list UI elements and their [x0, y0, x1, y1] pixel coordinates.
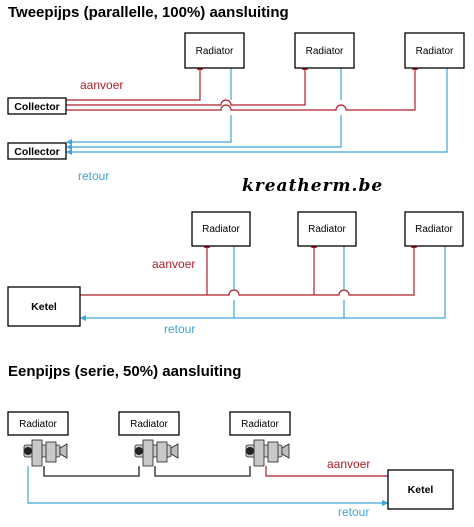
- return-label: retour: [164, 322, 195, 336]
- heading-one-pipe: Eenpijps (serie, 50%) aansluiting: [8, 363, 242, 380]
- return-label: retour: [338, 505, 369, 519]
- return-pipe-radiator-3: [70, 68, 448, 153]
- brand-watermark: kreatherm.be: [242, 176, 384, 196]
- supply-label: aanvoer: [80, 78, 123, 92]
- return-arrow: [80, 315, 86, 321]
- radiator-label: Radiator: [306, 46, 344, 57]
- radiator-label: Radiator: [196, 46, 234, 57]
- return-pipe: [27, 466, 382, 504]
- collector-label: Collector: [14, 146, 60, 158]
- collector-supply: Collector: [7, 97, 67, 115]
- supply-label: aanvoer: [152, 257, 195, 271]
- radiator-label: Radiator: [416, 46, 454, 57]
- return-arrow-1: [66, 139, 72, 145]
- return-arrow-3: [66, 149, 72, 155]
- radiator-label: Radiator: [19, 419, 57, 430]
- supply-label: aanvoer: [327, 457, 370, 471]
- radiator-box-1: Radiator: [184, 32, 245, 69]
- collector-label: Collector: [14, 101, 60, 113]
- radiator-box-2: Radiator: [297, 211, 357, 247]
- return-arrow-2: [66, 144, 72, 150]
- return-pipes: [66, 68, 448, 155]
- radiator-box-3: Radiator: [404, 32, 465, 69]
- radiator-box-3: Radiator: [404, 211, 464, 247]
- supply-pipe-radiator-1: [66, 68, 201, 101]
- supply-pipe: [265, 466, 388, 477]
- series-link-1-2: [43, 466, 140, 477]
- return-pipe-radiator-1: [70, 68, 232, 143]
- radiator-box-2: Radiator: [294, 32, 355, 69]
- radiator-label: Radiator: [241, 419, 279, 430]
- return-arrow: [382, 500, 389, 506]
- boiler-box: Ketel: [387, 469, 454, 510]
- diagram-two-pipe-collector: Radiator Radiator Radiator Collector Col…: [7, 32, 465, 183]
- radiator-label: Radiator: [415, 224, 453, 235]
- heading-two-pipe: Tweepijps (parallelle, 100%) aansluiting: [8, 4, 289, 21]
- radiator-box-1: Radiator: [191, 211, 251, 247]
- radiator-unit-2: Radiator: [118, 411, 180, 467]
- return-pipes: [80, 246, 446, 321]
- series-link-2-3: [154, 466, 251, 477]
- radiator-label: Radiator: [130, 419, 168, 430]
- diagram-two-pipe-boiler: Radiator Radiator Radiator Ketel aanvoer…: [7, 211, 464, 336]
- supply-pipes: [80, 241, 417, 296]
- supply-main: [80, 246, 415, 296]
- valve-icon: [245, 439, 290, 467]
- radiator-label: Radiator: [202, 224, 240, 235]
- return-label: retour: [78, 169, 109, 183]
- supply-pipe-radiator-3: [66, 68, 416, 111]
- diagram-one-pipe-series: Radiator Radiator Radiator: [7, 411, 454, 519]
- boiler-label: Ketel: [31, 301, 57, 313]
- radiator-unit-1: Radiator: [7, 411, 69, 467]
- valve-icon: [134, 439, 179, 467]
- supply-pipe-radiator-2: [66, 68, 306, 106]
- return-pipe-radiator-2: [70, 68, 342, 148]
- boiler-box: Ketel: [7, 286, 81, 327]
- boiler-label: Ketel: [408, 484, 434, 496]
- collector-return: Collector: [7, 142, 67, 160]
- radiator-unit-3: Radiator: [229, 411, 291, 467]
- valve-icon: [23, 439, 68, 467]
- return-main: [84, 246, 446, 319]
- radiator-label: Radiator: [308, 224, 346, 235]
